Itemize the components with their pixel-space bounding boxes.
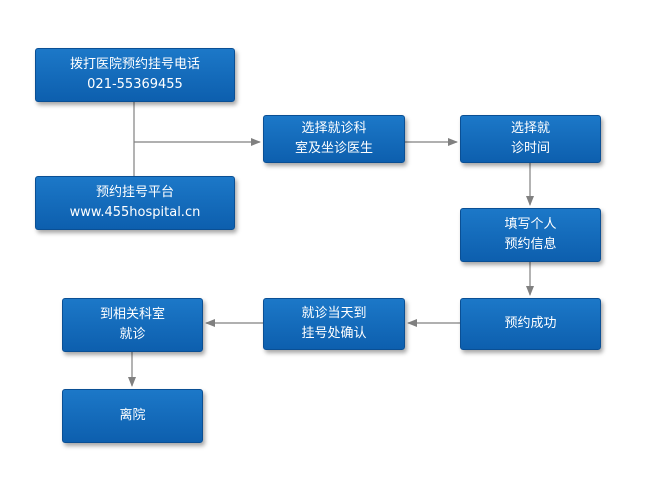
step-select-time: 选择就 诊时间 — [460, 115, 601, 163]
step-select-department-line1: 选择就诊科 — [301, 121, 367, 136]
step-booking-platform-line1: 预约挂号平台 — [95, 185, 174, 200]
step-booking-platform-line2: www.455hospital.cn — [69, 205, 201, 220]
step-visit-department: 到相关科室 就诊 — [62, 298, 203, 352]
step-visit-department-line1: 到相关科室 — [99, 307, 165, 322]
step-booking-success-line1: 预约成功 — [504, 316, 557, 331]
step-leave-hospital-line1: 离院 — [119, 408, 146, 423]
step-booking-success: 预约成功 — [460, 298, 601, 350]
step-fill-info-line2: 预约信息 — [504, 237, 557, 252]
step-confirm-at-counter-line1: 就诊当天到 — [301, 306, 367, 321]
step-confirm-at-counter-line2: 挂号处确认 — [301, 326, 367, 341]
step-select-department-line2: 室及坐诊医生 — [294, 141, 373, 156]
step-booking-platform: 预约挂号平台 www.455hospital.cn — [35, 176, 235, 230]
step-call-hospital-line2: 021-55369455 — [87, 77, 183, 92]
step-select-department: 选择就诊科 室及坐诊医生 — [263, 115, 405, 163]
step-fill-info-line1: 填写个人 — [504, 217, 557, 232]
step-confirm-at-counter: 就诊当天到 挂号处确认 — [263, 298, 405, 350]
step-select-time-line1: 选择就 — [510, 121, 550, 136]
step-leave-hospital: 离院 — [62, 389, 203, 443]
step-visit-department-line2: 就诊 — [119, 327, 146, 342]
step-fill-info: 填写个人 预约信息 — [460, 208, 601, 262]
step-call-hospital-line1: 拨打医院预约挂号电话 — [69, 57, 200, 72]
step-select-time-line2: 诊时间 — [510, 141, 550, 156]
step-call-hospital: 拨打医院预约挂号电话 021-55369455 — [35, 48, 235, 102]
